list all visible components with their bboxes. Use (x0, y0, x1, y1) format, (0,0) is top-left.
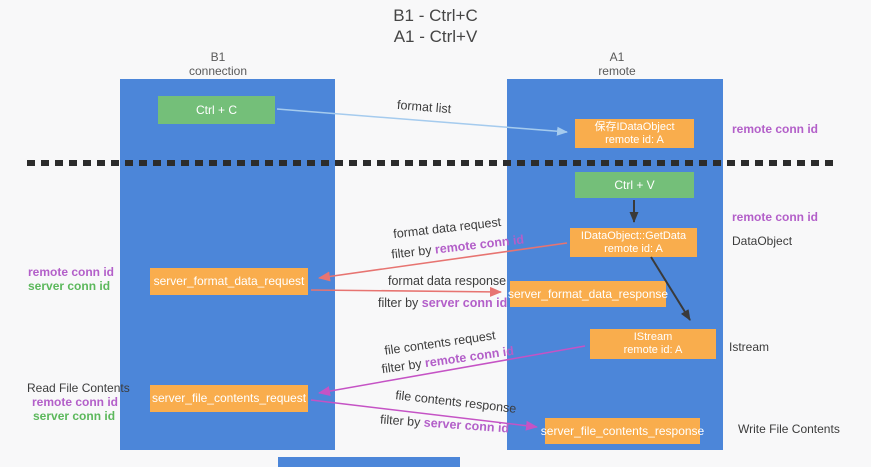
lane-a1-subtitle: remote (598, 64, 636, 78)
node-istream: IStream remote id: A (590, 329, 716, 359)
lane-a1-name: A1 (609, 50, 625, 64)
filter-by-text: filter by (379, 412, 425, 430)
save-dataobject-line2: remote id: A (605, 133, 664, 146)
file-contents-response-label: file contents response (394, 388, 518, 416)
right-label-remote-conn-id-2: remote conn id (732, 210, 819, 224)
left-label-server-conn-id-1: server conn id (28, 279, 111, 293)
lane-header-b1: B1 connection (158, 50, 278, 78)
format-data-response-label: format data response (388, 274, 507, 288)
getdata-line1: IDataObject::GetData (580, 229, 687, 242)
node-ctrl-v: Ctrl + V (575, 172, 694, 198)
left-label-server-conn-id-2: server conn id (33, 409, 116, 423)
save-dataobject-line1: 保存IDataObject (594, 120, 675, 133)
node-server-format-data-response: server_format_data_response (507, 281, 669, 307)
bottom-blue-strip (278, 457, 460, 467)
lane-b1-subtitle: connection (188, 64, 248, 78)
node-ctrl-c: Ctrl + C (158, 96, 275, 124)
filter-by-text: filter by (380, 356, 426, 377)
file-response-filter-label: filter by server conn id (380, 413, 510, 436)
format-request-label: server_format_data_request (153, 274, 305, 288)
left-label-remote-conn-id-2: remote conn id (32, 395, 119, 409)
format-response-label: server_format_data_response (507, 286, 669, 301)
filter-by-text: filter by (378, 296, 422, 310)
right-label-write-file-contents: Write File Contents (738, 422, 840, 436)
right-label-istream: Istream (729, 340, 770, 354)
node-idataobject-getdata: IDataObject::GetData remote id: A (570, 228, 697, 257)
ctrl-c-label: Ctrl + C (195, 102, 237, 117)
diagram-title: B1 - Ctrl+C A1 - Ctrl+V (0, 5, 871, 47)
right-label-remote-conn-id-1: remote conn id (732, 122, 819, 136)
getdata-line2: remote id: A (604, 242, 663, 255)
file-request-label: server_file_contents_request (151, 391, 307, 405)
node-server-format-data-request: server_format_data_request (150, 268, 308, 295)
node-server-file-contents-request: server_file_contents_request (150, 385, 308, 412)
format-list-label: format list (396, 97, 452, 117)
lane-header-a1: A1 remote (557, 50, 677, 78)
lane-b1-name: B1 (210, 50, 226, 64)
format-data-response-arrow (310, 286, 502, 297)
right-label-dataobject: DataObject (732, 234, 793, 248)
title-line-1: B1 - Ctrl+C (393, 6, 478, 25)
filter-by-text: filter by (390, 242, 436, 262)
node-save-dataobject: 保存IDataObject remote id: A (575, 119, 694, 148)
node-server-file-contents-response: server_file_contents_response (541, 418, 704, 444)
istream-line2: remote id: A (623, 344, 683, 356)
server-conn-id-text: server conn id (421, 296, 508, 310)
format-response-filter-label: filter by server conn id (378, 296, 507, 310)
server-conn-id-text: server conn id (423, 415, 510, 436)
file-response-label: server_file_contents_response (540, 423, 705, 438)
title-line-2: A1 - Ctrl+V (393, 27, 478, 46)
ctrl-v-label: Ctrl + V (614, 177, 655, 192)
left-label-read-file-contents: Read File Contents (27, 381, 130, 395)
istream-line1: IStream (633, 331, 673, 343)
left-label-remote-conn-id-1: remote conn id (28, 265, 115, 279)
